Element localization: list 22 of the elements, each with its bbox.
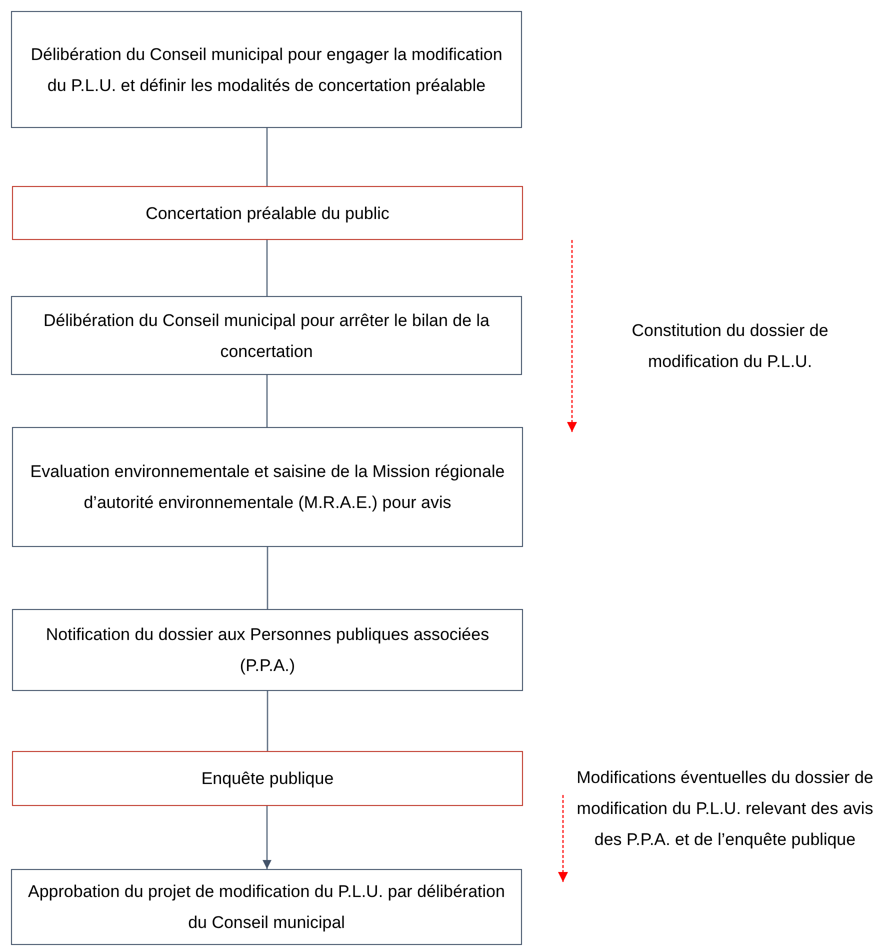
note-text: Constitution du dossier de modification du P.L.U. bbox=[630, 320, 830, 373]
connector-line bbox=[266, 375, 268, 427]
arrow bbox=[262, 806, 272, 869]
step-text: Notification du dossier aux Personnes publiques associées (P.P.A.) bbox=[44, 624, 490, 677]
step-text: Enquête publique bbox=[201, 768, 334, 790]
step-text: Evaluation environnementale et saisine de la Mission régionale d’autorité environnementale (M.R.A.E.) pour avis bbox=[29, 461, 506, 514]
connector-line bbox=[266, 691, 268, 751]
process-box bbox=[12, 186, 523, 240]
process-box bbox=[12, 751, 523, 806]
process-box bbox=[12, 427, 523, 547]
step-text: Approbation du projet de modification du P.L.U. par délibération du Conseil municipal bbox=[28, 881, 505, 934]
connector-line bbox=[266, 547, 268, 609]
connector-line bbox=[266, 240, 268, 296]
process-box bbox=[11, 869, 522, 945]
process-box bbox=[12, 609, 523, 691]
note-text: Modifications éventuelles du dossier de modification du P.L.U. relevant des avis des P.P.A. et de l’enquête publique bbox=[576, 767, 874, 851]
connector-line bbox=[266, 128, 268, 186]
step-text: Délibération du Conseil municipal pour engager la modification du P.L.U. et définir les modalités de concertation préalable bbox=[30, 44, 504, 96]
step-text: Concertation préalable du public bbox=[146, 202, 390, 224]
process-box bbox=[11, 11, 522, 128]
step-text: Délibération du Conseil municipal pour arrêter le bilan de la concertation bbox=[42, 310, 491, 362]
process-box bbox=[11, 296, 522, 375]
